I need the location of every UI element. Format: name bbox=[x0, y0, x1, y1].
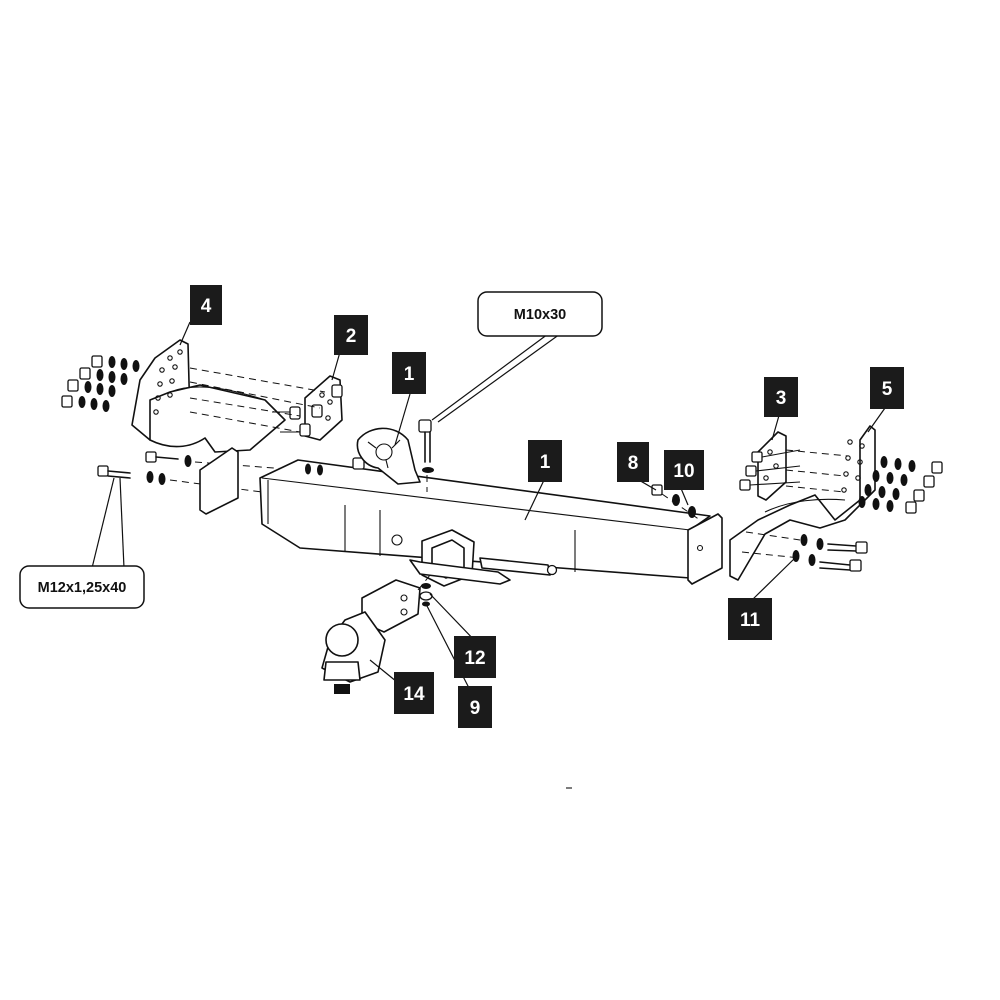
lower-right-bolts bbox=[792, 534, 868, 572]
callout-2: 2 bbox=[334, 315, 368, 355]
pin-and-clip bbox=[419, 583, 433, 607]
callout-11: 11 bbox=[728, 598, 772, 640]
callout-12: 12 bbox=[454, 636, 496, 678]
callout-11-label: 11 bbox=[740, 610, 761, 631]
left-end-plate bbox=[199, 447, 239, 515]
callout-1-socket-label: 1 bbox=[404, 364, 415, 385]
spec-box-m10x30: M10x30 bbox=[477, 291, 603, 337]
callout-14-label: 14 bbox=[403, 684, 425, 705]
callout-1-beam: 1 bbox=[528, 440, 562, 482]
nut-and-washer-8-10 bbox=[651, 484, 701, 521]
callout-3: 3 bbox=[764, 377, 798, 417]
main-cross-beam bbox=[259, 457, 723, 587]
callout-5: 5 bbox=[870, 367, 904, 409]
callout-1-socket: 1 bbox=[392, 352, 426, 394]
callout-12-label: 12 bbox=[464, 648, 485, 669]
spec-m12-label: M12x1,25x40 bbox=[38, 580, 127, 596]
left-fastener-rows bbox=[61, 355, 140, 412]
callout-9-label: 9 bbox=[470, 698, 481, 719]
spec-m10x30-label: M10x30 bbox=[514, 307, 566, 323]
callout-14: 14 bbox=[394, 672, 434, 714]
callout-4-label: 4 bbox=[201, 296, 212, 317]
spec-box-m12: M12x1,25x40 bbox=[19, 565, 145, 609]
right-fastener-rows bbox=[858, 456, 943, 514]
callout-1-beam-label: 1 bbox=[540, 452, 551, 473]
callout-3-label: 3 bbox=[776, 388, 787, 409]
socket-bracket bbox=[356, 419, 434, 492]
callout-8-label: 8 bbox=[628, 453, 639, 474]
leader-lines bbox=[91, 321, 886, 691]
callout-5-label: 5 bbox=[882, 379, 893, 400]
left-bracket-assembly bbox=[61, 339, 343, 453]
callout-9: 9 bbox=[458, 686, 492, 728]
ball-mount bbox=[321, 574, 431, 694]
callout-10: 10 bbox=[664, 450, 704, 490]
callout-4: 4 bbox=[190, 285, 222, 325]
callout-10-label: 10 bbox=[673, 461, 694, 482]
callout-8: 8 bbox=[617, 442, 649, 482]
callout-2-label: 2 bbox=[346, 326, 357, 347]
right-bracket-assembly bbox=[729, 425, 943, 581]
